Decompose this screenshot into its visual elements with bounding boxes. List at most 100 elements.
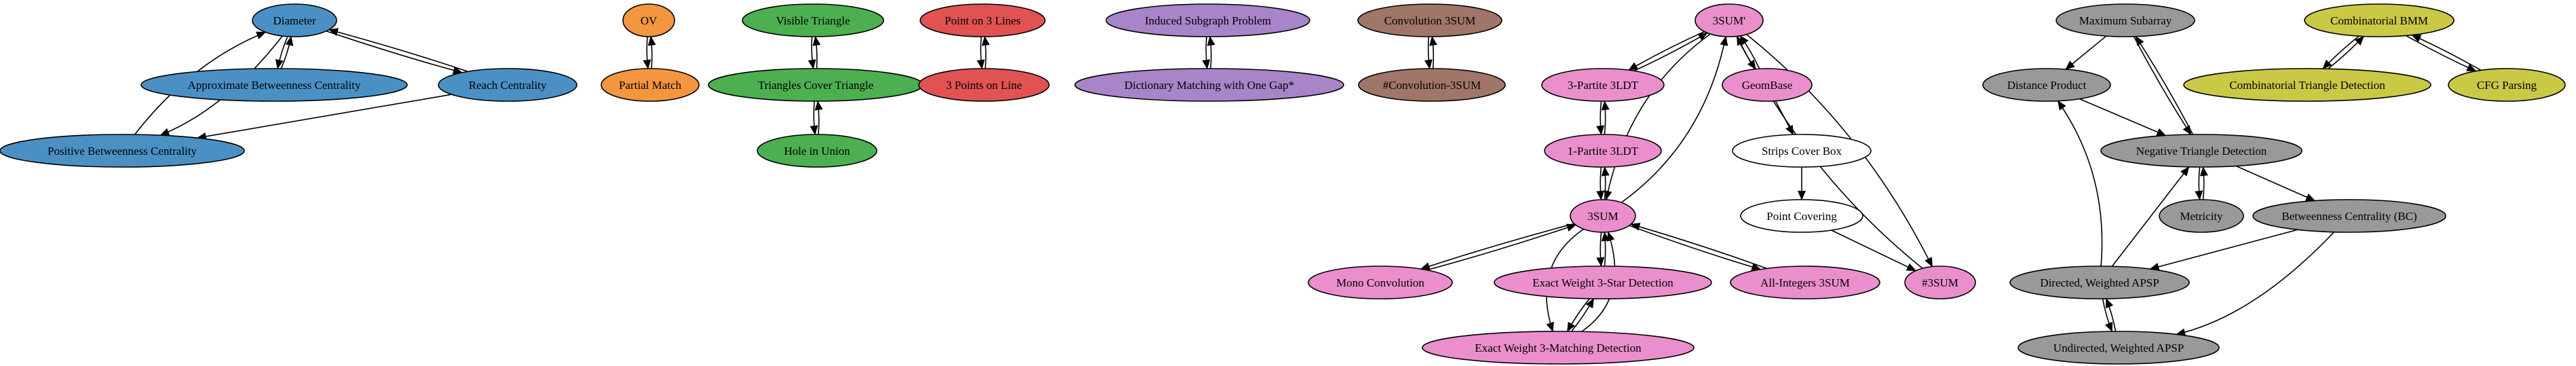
node-shape-visible: [742, 3, 884, 37]
node-negtri: Negative Triangle Detection: [2100, 134, 2303, 168]
node-shape-p3ldt: [1541, 68, 1665, 102]
node-shape-cfg: [2448, 68, 2566, 102]
edge-p3lines-to-p3line: [977, 36, 985, 70]
edge-undirapsp-to-dirapsp: [2105, 298, 2117, 332]
node-partial: Partial Match: [601, 68, 700, 102]
node-conv3sum: Convolution 3SUM: [1357, 3, 1502, 37]
node-shape-hole: [757, 134, 877, 168]
node-shape-pos_bc: [0, 134, 245, 168]
edge-negtri-to-bc: [2235, 165, 2316, 202]
edge-maxsub-to-distprod: [2065, 35, 2107, 70]
node-shape-partial: [601, 68, 700, 102]
edges-layer: [134, 28, 2482, 337]
edge-ew3match-to-ew3star: [1571, 298, 1595, 332]
node-shape-strips: [1732, 134, 1872, 168]
edge-dirapsp-to-negtri: [2111, 166, 2190, 267]
node-shape-negtri: [2100, 134, 2303, 168]
node-label-hole: Hole in Union: [784, 145, 850, 158]
edge-tri_cover-to-hole: [810, 100, 818, 136]
node-label-sum3: 3SUM: [1587, 210, 1618, 223]
node-shape-combtri: [2183, 68, 2431, 102]
node-label-sharpconv: #Convolution-3SUM: [1383, 79, 1481, 92]
node-label-tri_cover: Triangles Cover Triangle: [758, 79, 873, 92]
node-shape-ew3match: [1422, 331, 1694, 365]
node-shape-maxsub: [2056, 3, 2195, 37]
node-tri_cover: Triangles Cover Triangle: [708, 68, 924, 102]
node-pos_bc: Positive Betweenness Centrality: [0, 134, 245, 168]
node-shape-ov: [622, 3, 675, 37]
node-p3lines: Point on 3 Lines: [920, 3, 1046, 37]
node-label-diameter: Diameter: [273, 14, 316, 27]
node-shape-geombase: [1722, 68, 1813, 102]
edge-p1ldt-to-p3ldt: [1601, 100, 1610, 135]
node-reach: Reach Centrality: [438, 68, 577, 102]
node-shape-ew3star: [1494, 266, 1712, 299]
edge-geombase-to-sum3prime: [1739, 35, 1760, 69]
node-shape-distprod: [1982, 68, 2111, 102]
node-shape-combbmm: [2304, 3, 2455, 37]
edge-dirapsp-to-distprod: [2057, 100, 2103, 267]
edge-dirapsp-to-undirapsp: [2102, 298, 2113, 332]
edge-sum3prime-to-sum3: [1604, 33, 1711, 201]
edge-tri_cover-to-visible: [812, 35, 821, 69]
node-label-monoconv: Mono Convolution: [1336, 276, 1424, 289]
node-label-metricity: Metricity: [2180, 210, 2223, 223]
node-shape-pointcov: [1740, 199, 1863, 233]
node-shape-sharpconv: [1358, 68, 1506, 102]
edge-induced-to-dictmatch: [1202, 36, 1211, 69]
node-monoconv: Mono Convolution: [1308, 266, 1453, 299]
edge-geombase-to-strips: [1775, 100, 1794, 136]
node-label-distprod: Distance Product: [2007, 79, 2087, 92]
edge-diameter-to-reach: [326, 30, 463, 75]
node-label-strips: Strips Cover Box: [1762, 145, 1842, 158]
node-diameter: Diameter: [252, 3, 337, 37]
edge-p3ldt-to-p1ldt: [1596, 100, 1605, 136]
edge-conv3sum-to-sharpconv: [1424, 36, 1433, 70]
node-shape-dictmatch: [1074, 68, 1344, 102]
node-label-p3lines: Point on 3 Lines: [945, 14, 1021, 27]
edge-bc-to-undirapsp: [2176, 232, 2335, 337]
edge-p3line-to-p3lines: [981, 35, 990, 69]
node-ew3star: Exact Weight 3-Star Detection: [1494, 266, 1712, 299]
node-cfg: CFG Parsing: [2448, 68, 2566, 102]
edge-sum3-to-ew3star: [1596, 232, 1605, 267]
node-shape-approx_bc: [140, 68, 408, 102]
node-label-reach: Reach Centrality: [469, 79, 547, 92]
node-label-partial: Partial Match: [619, 79, 682, 92]
node-maxsub: Maximum Subarray: [2056, 3, 2195, 37]
node-label-p1ldt: 1-Partite 3LDT: [1568, 145, 1639, 158]
edge-bc-to-dirapsp: [2149, 229, 2298, 271]
node-shape-undirapsp: [2018, 331, 2220, 365]
edge-sharpconv-to-conv3sum: [1429, 35, 1438, 69]
node-shape-allint: [1730, 266, 1880, 299]
node-label-pointcov: Point Covering: [1766, 210, 1837, 223]
node-shape-sum3: [1570, 199, 1636, 233]
edge-combbmm-to-combtri: [2322, 35, 2360, 69]
edge-sum3-to-allint: [1629, 225, 1762, 271]
edge-partial-to-ov: [647, 35, 656, 69]
node-shape-bc: [2252, 199, 2446, 233]
node-dirapsp: Directed, Weighted APSP: [2009, 266, 2190, 299]
node-label-sharp3sum: #3SUM: [1922, 276, 1958, 289]
node-label-ew3match: Exact Weight 3-Matching Detection: [1475, 342, 1642, 354]
node-combbmm: Combinatorial BMM: [2304, 3, 2455, 37]
node-label-sum3prime: 3SUM': [1713, 14, 1745, 27]
node-pointcov: Point Covering: [1740, 199, 1863, 233]
node-combtri: Combinatorial Triangle Detection: [2183, 68, 2431, 102]
node-label-ov: OV: [641, 14, 658, 27]
edge-negtri-to-maxsub: [2135, 35, 2194, 135]
node-sharp3sum: #3SUM: [1904, 266, 1976, 299]
edge-p1ldt-to-sum3: [1596, 166, 1605, 201]
node-sum3: 3SUM: [1570, 199, 1636, 233]
edge-pointcov-to-sharp3sum: [1831, 230, 1916, 272]
node-label-p3ldt: 3-Partite 3LDT: [1568, 79, 1639, 92]
node-p1ldt: 1-Partite 3LDT: [1544, 134, 1662, 168]
node-p3ldt: 3-Partite 3LDT: [1541, 68, 1665, 102]
node-p3line: 3 Points on Line: [918, 68, 1050, 102]
node-label-combtri: Combinatorial Triangle Detection: [2229, 79, 2385, 92]
node-label-induced: Induced Subgraph Problem: [1145, 14, 1271, 27]
node-shape-p3line: [918, 68, 1050, 102]
node-label-maxsub: Maximum Subarray: [2079, 14, 2172, 27]
edge-monoconv-to-sum3: [1426, 223, 1576, 271]
